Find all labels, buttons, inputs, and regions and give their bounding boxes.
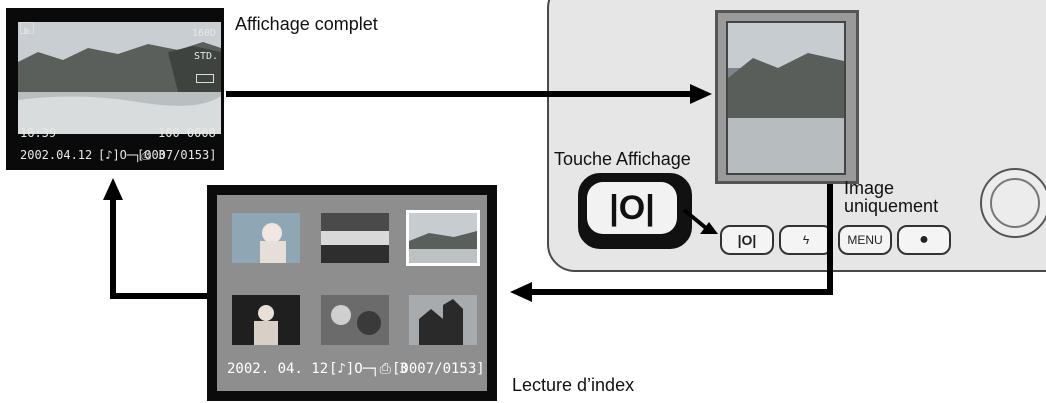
arrow-key-to-button (682, 208, 708, 230)
index-count: [0007/0153] (392, 361, 485, 377)
battery-icon (196, 74, 214, 83)
index-thumb-selected (406, 210, 480, 266)
index-date: 2002. 04. 12 (227, 361, 329, 377)
time-readout: 16:39 (20, 126, 57, 140)
display-button-symbol: |O| (737, 232, 757, 248)
camera-lcd (715, 10, 859, 184)
display-key-label: Touche Affichage (554, 149, 691, 169)
controller-ring (990, 178, 1040, 228)
display-key-enlarged: |O| (578, 173, 692, 249)
full-display-screen: 160D STD. 16:39 100-0008 2002.04.12 [♪]O… (6, 8, 224, 170)
arrowhead-lcd (690, 84, 712, 104)
record-button[interactable]: ● (897, 225, 951, 255)
controller-dial[interactable] (980, 168, 1046, 238)
arrow-index-to-full (110, 200, 207, 299)
iso-readout: 160D (192, 28, 217, 39)
display-key-symbol: |O| (609, 188, 655, 227)
index-playback-label: Lecture d’index (512, 375, 635, 395)
menu-button-label: MENU (847, 233, 883, 247)
index-status: [♪]O─┐⎙ 3 (329, 361, 408, 377)
display-key-face: |O| (587, 182, 677, 234)
display-button[interactable]: |O| (720, 225, 774, 255)
index-thumb (409, 295, 477, 345)
index-thumb (321, 213, 389, 263)
playback-icon (20, 22, 34, 35)
arrowhead-full (103, 178, 123, 200)
status-readout: [♪]O─┐⎙ 3 (98, 148, 166, 162)
index-panel: 2002. 04. 12 [♪]O─┐⎙ 3 [0007/0153] (217, 195, 487, 391)
full-display-photo (18, 22, 221, 134)
index-thumb (232, 295, 300, 345)
arrowhead-button (700, 222, 718, 234)
image-only-label-line1: Image (844, 178, 895, 198)
index-playback-screen: 2002. 04. 12 [♪]O─┐⎙ 3 [0007/0153] (207, 185, 497, 401)
record-icon: ● (919, 231, 929, 248)
date-readout: 2002.04.12 (20, 148, 93, 162)
index-thumb (321, 295, 389, 345)
quality-readout: STD. (194, 51, 219, 62)
flash-icon: ϟ (802, 233, 810, 247)
lcd-image (726, 21, 846, 175)
menu-button[interactable]: MENU (838, 225, 892, 255)
full-display-label: Affichage complet (235, 14, 378, 34)
count-readout: [0007/0153] (137, 148, 217, 162)
frame-readout: 100-0008 (158, 126, 216, 140)
index-thumb (232, 213, 300, 263)
arrowhead-index (510, 282, 532, 302)
arrow-lcd-to-index (530, 184, 833, 295)
image-only-label-line2: uniquement (844, 196, 939, 216)
